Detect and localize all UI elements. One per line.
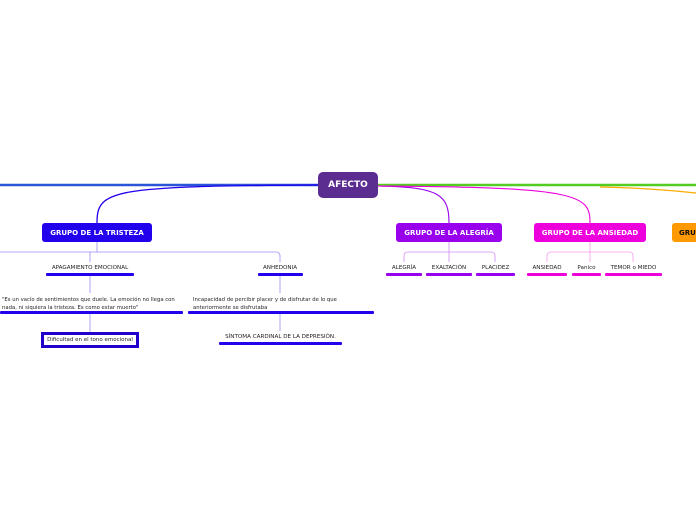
- underline-anhedonia-def: [188, 311, 374, 314]
- node-apagamiento-emocional[interactable]: APAGAMIENTO EMOCIONAL: [51, 265, 129, 271]
- node-anhedonia-definition[interactable]: Incapacidad de percibir placer y de disf…: [193, 297, 337, 311]
- underline-panico: [572, 273, 601, 276]
- group-tristeza[interactable]: GRUPO DE LA TRISTEZA: [42, 223, 152, 242]
- underline-sintoma: [219, 342, 342, 345]
- node-ansiedad[interactable]: ANSIEDAD: [532, 265, 562, 271]
- node-anhedonia[interactable]: ANHEDONIA: [262, 265, 298, 271]
- underline-exaltacion: [426, 273, 472, 276]
- underline-quote: [0, 311, 183, 314]
- node-sintoma-cardinal[interactable]: SÍNTOMA CARDINAL DE LA DEPRESIÓN.: [225, 334, 336, 340]
- node-apagamiento-quote[interactable]: "Es un vacío de sentimientos que duele. …: [2, 297, 175, 311]
- underline-temor: [605, 273, 662, 276]
- node-placidez[interactable]: PLACIDEZ: [481, 265, 510, 271]
- underline-ansiedad: [527, 273, 567, 276]
- group-ansiedad[interactable]: GRUPO DE LA ANSIEDAD: [534, 223, 646, 242]
- node-panico[interactable]: Panico: [577, 265, 596, 271]
- node-exaltacion[interactable]: EXALTACIÓN: [431, 265, 467, 271]
- group-cut-off[interactable]: GRU: [672, 223, 696, 242]
- underline-apagamiento: [46, 273, 134, 276]
- underline-alegria: [386, 273, 422, 276]
- node-alegria[interactable]: ALEGRÍA: [391, 265, 417, 271]
- node-temor-miedo[interactable]: TEMOR o MIEDO: [610, 265, 657, 271]
- root-node-afecto[interactable]: AFECTO: [318, 172, 378, 198]
- node-dificultad-tono[interactable]: Dificultad en el tono emocional: [41, 332, 139, 348]
- underline-placidez: [476, 273, 515, 276]
- underline-anhedonia: [258, 273, 303, 276]
- group-alegria[interactable]: GRUPO DE LA ALEGRÍA: [396, 223, 502, 242]
